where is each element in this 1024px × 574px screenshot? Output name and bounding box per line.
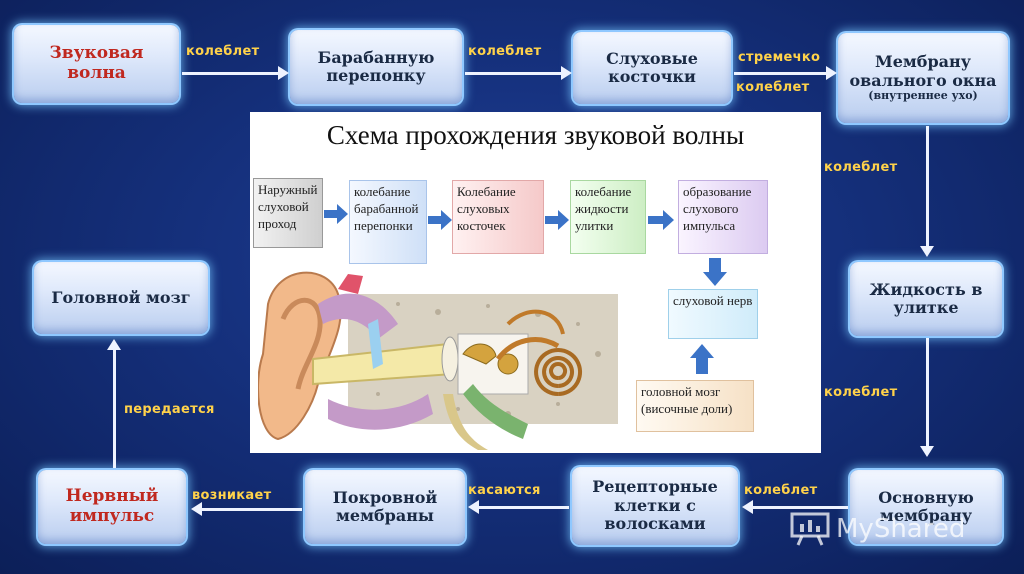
brain-box: Головной мозг [34,262,208,334]
auditory-nerve-text: слуховой нерв [673,293,753,308]
arrow-4 [926,126,929,246]
auditory-nerve-box: слуховой нерв [668,289,758,339]
arrow-1 [182,72,278,75]
ossicles-text: Слуховые косточки [606,48,698,86]
eardrum-box: Барабанную перепонку [290,30,462,104]
arrow-3 [734,72,826,75]
sound-wave-box: Звуковая волна [14,25,179,103]
brain-temporal-box: головной мозг (височные доли) [636,380,754,432]
label-vibrates-3: колеблет [736,80,810,95]
presentation-icon [790,512,830,546]
arrowhead-4 [920,246,934,257]
label-vibrates-5: колеблет [824,385,898,400]
panel-arrow-4 [648,210,674,230]
tectorial-membrane-box: Покровной мембраны [305,470,465,544]
label-vibrates-2: колеблет [468,44,542,59]
step-ear-canal: Наружный слуховой проход [253,178,323,248]
step-cochlea-fluid: колебание жидкости улитки [570,180,646,254]
label-vibrates-6: колеблет [744,483,818,498]
arrowhead-9 [107,339,121,350]
arrow-8 [202,508,302,511]
cochlea-fluid-box: Жидкость в улитке [850,262,1002,336]
arrow-7 [479,506,569,509]
brain-text: Головной мозг [51,287,191,307]
ear-anatomy-illustration [258,271,618,450]
label-arises: возникает [192,488,272,503]
brain-temporal-text: головной мозг (височные доли) [641,384,733,416]
arrowhead-2 [561,66,572,80]
oval-window-subtext: (внутреннее ухо) [868,89,978,103]
nerve-impulse-text: Нервный импульс [65,486,159,526]
arrowhead-8 [191,502,202,516]
panel-arrow-2 [428,210,452,230]
panel-arrow-1 [324,204,348,224]
arrowhead-3 [826,66,837,80]
oval-window-text: Мембрану овального окна [849,52,997,90]
watermark-text: MyShared [836,514,966,544]
arrowhead-1 [278,66,289,80]
receptor-cells-box: Рецепторные клетки с волосками [572,467,738,545]
cochlea-fluid-text: Жидкость в улитке [869,279,983,317]
arrowhead-7 [468,500,479,514]
panel-arrow-down [703,258,727,286]
scheme-title: Схема прохождения звуковой волны [326,120,745,150]
arrowhead-5 [920,446,934,457]
basilar-membrane-text: Основную мембрану [878,487,974,525]
arrow-6 [753,506,848,509]
watermark-logo: MyShared [790,512,965,546]
step-ear-canal-text: Наружный слуховой проход [258,182,318,231]
scheme-panel: Схема прохождения звуковой волны Наружны… [250,112,821,453]
basilar-membrane-box: Основную мембрану [850,470,1002,544]
label-touch: касаются [468,483,541,498]
step-eardrum-vibration-text: колебание барабанной перепонки [354,184,419,233]
arrow-9 [113,350,116,468]
eardrum-text: Барабанную перепонку [317,47,435,85]
label-transmitted: передается [124,402,215,417]
arrow-5 [926,338,929,446]
arrowhead-6 [742,500,753,514]
receptor-cells-text: Рецепторные клетки с волосками [592,477,718,534]
label-stapes: стремечко [738,50,821,65]
step-impulse-formation-text: образование слухового импульса [683,184,752,233]
step-ossicles-vibration-text: Колебание слуховых косточек [457,184,516,233]
tectorial-membrane-text: Покровной мембраны [332,487,438,525]
step-impulse-formation: образование слухового импульса [678,180,768,254]
step-cochlea-fluid-text: колебание жидкости улитки [575,184,632,233]
label-vibrates-4: колеблет [824,160,898,175]
step-ossicles-vibration: Колебание слуховых косточек [452,180,544,254]
panel-arrow-up [690,344,714,374]
nerve-impulse-box: Нервный импульс [38,470,186,544]
step-eardrum-vibration: колебание барабанной перепонки [349,180,427,264]
sound-wave-text: Звуковая волна [49,43,144,83]
label-vibrates-1: колеблет [186,44,260,59]
ossicles-box: Слуховые косточки [573,32,731,104]
oval-window-box: Мембрану овального окна(внутреннее ухо) [838,33,1008,123]
panel-arrow-3 [545,210,569,230]
arrow-2 [465,72,561,75]
